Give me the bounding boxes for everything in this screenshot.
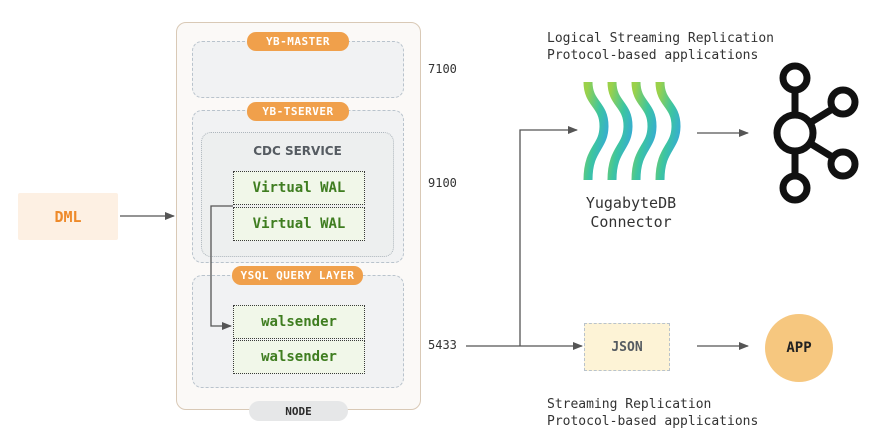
logical-caption-line1: Logical Streaming Replication bbox=[547, 31, 774, 46]
connector-caption-line2: Connector bbox=[590, 213, 672, 231]
ysql-query-layer-label: YSQL QUERY LAYER bbox=[232, 266, 363, 285]
kafka-logo-icon bbox=[773, 62, 859, 204]
port-tserver: 9100 bbox=[428, 176, 457, 190]
streaming-caption: Streaming Replication Protocol-based app… bbox=[547, 396, 758, 430]
port-ysql: 5433 bbox=[428, 338, 457, 352]
logical-caption: Logical Streaming Replication Protocol-b… bbox=[547, 30, 774, 64]
yb-master-label: YB-MASTER bbox=[247, 32, 349, 51]
json-box: JSON bbox=[584, 323, 670, 371]
port-master: 7100 bbox=[428, 62, 457, 76]
streaming-caption-line1: Streaming Replication bbox=[547, 397, 712, 412]
walsender-1: walsender bbox=[233, 305, 365, 339]
app-circle: APP bbox=[765, 314, 833, 382]
yugabytedb-logo-icon bbox=[583, 82, 681, 180]
dml-box: DML bbox=[18, 193, 118, 240]
walsender-2: walsender bbox=[233, 340, 365, 374]
virtual-wal-2: Virtual WAL bbox=[233, 207, 365, 241]
connector-caption-line1: YugabyteDB bbox=[585, 194, 677, 212]
virtual-wal-1: Virtual WAL bbox=[233, 171, 365, 205]
cdc-service-label: CDC SERVICE bbox=[253, 144, 342, 158]
yb-tserver-label: YB-TSERVER bbox=[247, 102, 349, 121]
logical-caption-line2: Protocol-based applications bbox=[547, 48, 759, 63]
connector-caption: YugabyteDB Connector bbox=[566, 194, 696, 232]
streaming-caption-line2: Protocol-based applications bbox=[547, 414, 759, 429]
arrow-to-connector bbox=[519, 126, 578, 346]
node-label: NODE bbox=[249, 401, 348, 421]
arrow-wal-to-walsender bbox=[210, 205, 233, 330]
